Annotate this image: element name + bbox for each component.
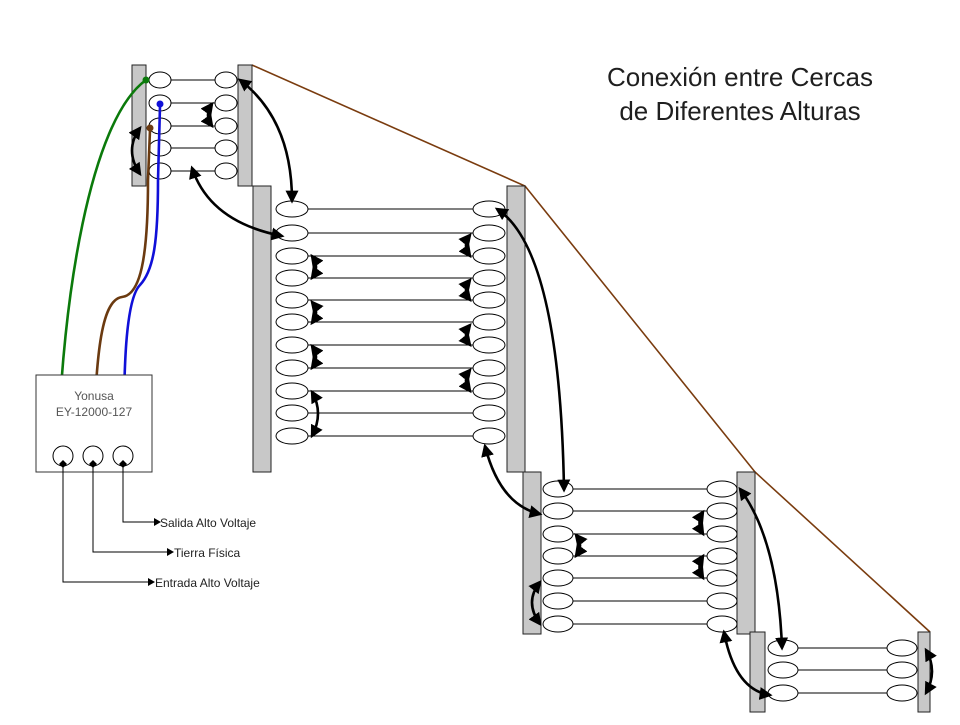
insulator (542, 615, 574, 633)
insulator (472, 200, 506, 218)
insulator (472, 313, 506, 331)
fence-top-slope-lines (251, 64, 931, 633)
insulator (472, 382, 506, 400)
insulator (472, 224, 506, 242)
jumper-cables (128, 78, 937, 700)
slope-line (251, 64, 931, 633)
insulator (706, 525, 738, 543)
leader-arrow (148, 578, 155, 586)
terminal-diamond (119, 460, 127, 468)
jumper-cable (237, 78, 299, 204)
fence-post (749, 631, 766, 713)
cable-end-dot (142, 76, 150, 84)
terminal-label-ground: Tierra Física (174, 546, 241, 560)
insulator (706, 480, 738, 498)
diagram-title-line-1: Conexión entre Cercas (607, 62, 873, 92)
energizer-device (35, 374, 174, 586)
jumper-cable (128, 125, 142, 177)
insulator (542, 525, 574, 543)
insulator (706, 547, 738, 565)
leader-arrow (154, 518, 161, 526)
jumper-cable (691, 509, 705, 537)
jumper-cable (310, 389, 323, 439)
insulator (472, 247, 506, 265)
insulator (706, 615, 738, 633)
insulator (214, 94, 238, 112)
fence-posts (131, 64, 931, 713)
insulator (542, 547, 574, 565)
insulator (275, 404, 309, 422)
insulator (275, 427, 309, 445)
insulator (472, 291, 506, 309)
insulator (275, 247, 309, 265)
insulator (472, 404, 506, 422)
insulator (275, 359, 309, 377)
insulator (767, 684, 799, 702)
terminal-label-output: Salida Alto Voltaje (160, 516, 257, 530)
energizer-model: EY-12000-127 (55, 405, 133, 419)
terminal-label-input: Entrada Alto Voltaje (155, 576, 260, 590)
cable-end-dot (146, 124, 154, 132)
jumper-cable (310, 343, 324, 371)
leader-arrow (167, 548, 174, 556)
insulator (214, 117, 238, 135)
jumper-cable (458, 232, 472, 259)
jumper-cable (458, 277, 472, 303)
insulator (706, 592, 738, 610)
insulator (542, 569, 574, 587)
jumper-cable (738, 486, 789, 651)
terminal-diamond (89, 460, 97, 468)
jumper-cable (458, 322, 472, 348)
insulator (275, 224, 309, 242)
jumper-cable (310, 253, 324, 281)
jumper-cable (691, 553, 705, 581)
jumper-cable (924, 647, 937, 696)
jumper-cable (494, 207, 571, 493)
insulator (275, 313, 309, 331)
insulator (275, 291, 309, 309)
insulator (706, 569, 738, 587)
diagram-title-line-2: de Diferentes Alturas (619, 96, 861, 126)
insulator (542, 502, 574, 520)
jumper-cable (200, 101, 214, 129)
insulator (886, 639, 918, 657)
cable-end-dot (156, 100, 164, 108)
wire-insulators (148, 71, 918, 702)
insulator (214, 139, 238, 157)
insulator (275, 269, 309, 287)
jumper-cable (719, 629, 773, 700)
fence-post (917, 631, 931, 713)
energizer-brand: Yonusa (74, 389, 114, 403)
insulator (275, 336, 309, 354)
insulator (767, 661, 799, 679)
leader-line-ground (92, 466, 167, 553)
terminal-diamond (59, 460, 67, 468)
jumper-cable (310, 299, 324, 326)
jumper-cable (189, 165, 285, 241)
jumper-cable (528, 579, 542, 627)
insulator (275, 200, 309, 218)
insulator (542, 480, 574, 498)
insulator (148, 162, 172, 180)
insulator (886, 661, 918, 679)
insulator (886, 684, 918, 702)
leader-line-input (62, 466, 148, 583)
leader-line-output (122, 466, 154, 523)
insulator (472, 336, 506, 354)
insulator (706, 502, 738, 520)
insulator (542, 592, 574, 610)
insulator (275, 382, 309, 400)
insulator (472, 269, 506, 287)
jumper-cable (574, 532, 588, 559)
jumper-cable (481, 443, 543, 519)
insulator (472, 427, 506, 445)
jumper-cable (458, 367, 472, 394)
insulator (214, 71, 238, 89)
insulator (148, 71, 172, 89)
insulator (472, 359, 506, 377)
insulator (214, 162, 238, 180)
